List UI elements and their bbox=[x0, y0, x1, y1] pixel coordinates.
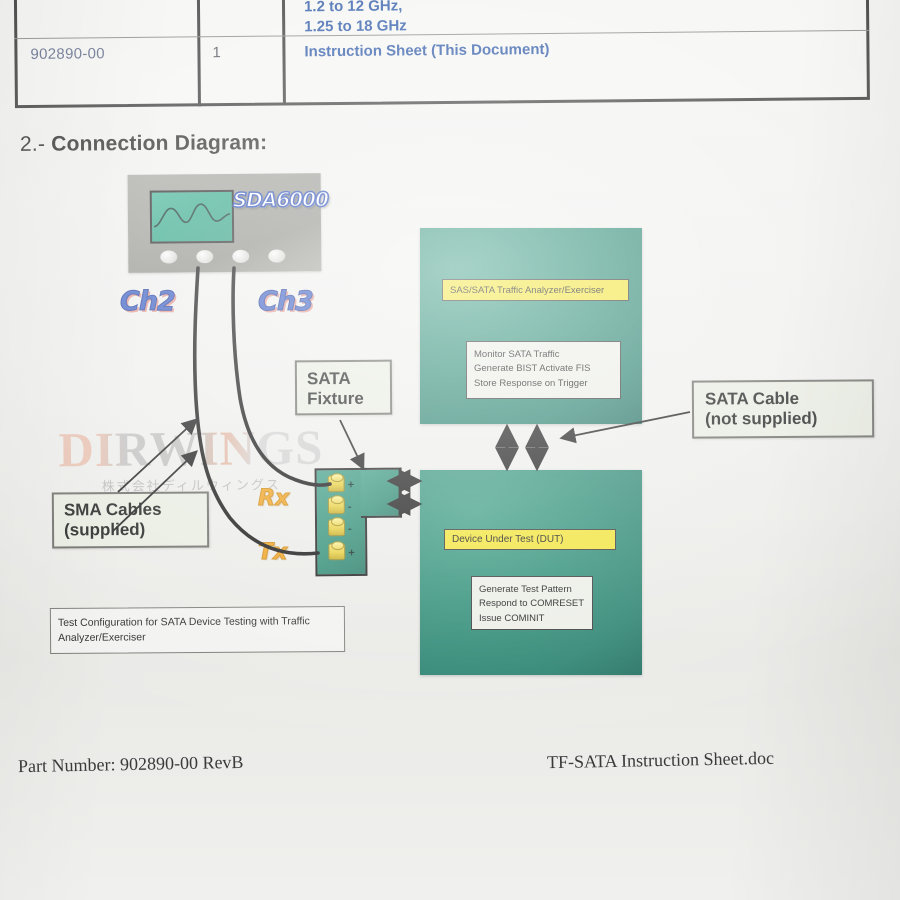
dut-functions-label: Generate Test Pattern Respond to COMRESE… bbox=[471, 576, 593, 630]
scope-brand-label: SDA6000 bbox=[232, 186, 329, 212]
callout-sata-cable-line1: SATA Cable bbox=[704, 388, 800, 409]
callout-sma-cables-line1: SMA Cables bbox=[63, 499, 162, 520]
spec-line-2: 1.25 to 18 GHz bbox=[304, 17, 407, 36]
tx-label: Tx bbox=[257, 540, 288, 566]
leader-sata-fixture bbox=[339, 419, 365, 471]
section-title: Connection Diagram: bbox=[51, 131, 268, 156]
channel-label-ch3: Ch3 bbox=[258, 286, 315, 318]
scope-knob-3 bbox=[232, 249, 250, 263]
diagram-caption: Test Configuration for SATA Device Testi… bbox=[49, 605, 346, 655]
callout-sata-cable-line2: (not supplied) bbox=[705, 409, 818, 429]
footer-filename: TF-SATA Instruction Sheet.doc bbox=[546, 747, 775, 773]
watermark-text: DIRWINGS bbox=[26, 420, 356, 478]
rx-label: Rx bbox=[257, 486, 290, 512]
section-number: 2.- bbox=[19, 132, 46, 156]
scope-knob-2 bbox=[196, 250, 214, 264]
dut-function-2: Respond to COMRESET bbox=[479, 598, 585, 610]
footer-part-number: Part Number: 902890-00 RevB bbox=[17, 751, 244, 777]
callout-sata-fixture-line2: Fixture bbox=[307, 389, 364, 409]
traffic-analyzer-block: SAS/SATA Traffic Analyzer/Exerciser Moni… bbox=[420, 228, 642, 424]
sma-connector-3 bbox=[327, 519, 346, 537]
channel-label-ch2: Ch2 bbox=[120, 286, 177, 318]
table-cell-part-number: 902890-00 bbox=[30, 45, 105, 63]
scope-display bbox=[149, 189, 235, 244]
callout-sata-fixture: SATA Fixture bbox=[294, 359, 393, 416]
sma-connector-2 bbox=[327, 497, 345, 515]
callout-sma-cables-line2: (supplied) bbox=[64, 520, 146, 540]
analyzer-functions-label: Monitor SATA Traffic Generate BIST Activ… bbox=[466, 341, 621, 399]
callout-sata-fixture-line1: SATA bbox=[306, 368, 351, 389]
oscilloscope: SDA6000 bbox=[127, 173, 329, 273]
leader-sma-cable-1 bbox=[117, 418, 198, 493]
polarity-3: - bbox=[348, 523, 352, 536]
scope-knob-1 bbox=[160, 250, 178, 264]
polarity-4: + bbox=[348, 547, 355, 560]
dut-function-3: Issue COMINIT bbox=[479, 612, 545, 624]
table-cell-quantity: 1 bbox=[212, 44, 221, 62]
table-cell-spec: 1.2 to 12 GHz, 1.25 to 18 GHz bbox=[304, 0, 724, 38]
analyzer-function-2: Generate BIST Activate FIS bbox=[474, 363, 591, 375]
callout-sma-cables: SMA Cables (supplied) bbox=[51, 491, 210, 549]
device-under-test-block: Device Under Test (DUT) Generate Test Pa… bbox=[420, 470, 642, 675]
sma-connector-1 bbox=[327, 475, 345, 493]
polarity-2: - bbox=[347, 501, 352, 514]
polarity-1: + bbox=[347, 479, 355, 492]
scope-knob-4 bbox=[268, 249, 286, 263]
callout-sata-cable: SATA Cable (not supplied) bbox=[691, 379, 875, 439]
dut-function-1: Generate Test Pattern bbox=[479, 584, 572, 595]
table-cell-description: Instruction Sheet (This Document) bbox=[304, 40, 550, 61]
waveform-icon bbox=[153, 203, 231, 228]
dut-title-label: Device Under Test (DUT) bbox=[444, 529, 616, 550]
sma-connector-4 bbox=[328, 543, 346, 561]
fixture-board-horizontal bbox=[360, 467, 402, 518]
parts-table: 1.2 to 12 GHz, 1.25 to 18 GHz 902890-00 … bbox=[13, 0, 870, 109]
sata-fixture-pcb: + - - + bbox=[314, 467, 402, 577]
analyzer-function-1: Monitor SATA Traffic bbox=[474, 349, 560, 360]
analyzer-title-label: SAS/SATA Traffic Analyzer/Exerciser bbox=[442, 279, 629, 301]
analyzer-function-3: Store Response on Trigger bbox=[474, 377, 588, 389]
watermark: DIRWINGS 株式会社ディルウィングス bbox=[26, 420, 357, 495]
section-heading: 2.- Connection Diagram: bbox=[20, 131, 267, 157]
